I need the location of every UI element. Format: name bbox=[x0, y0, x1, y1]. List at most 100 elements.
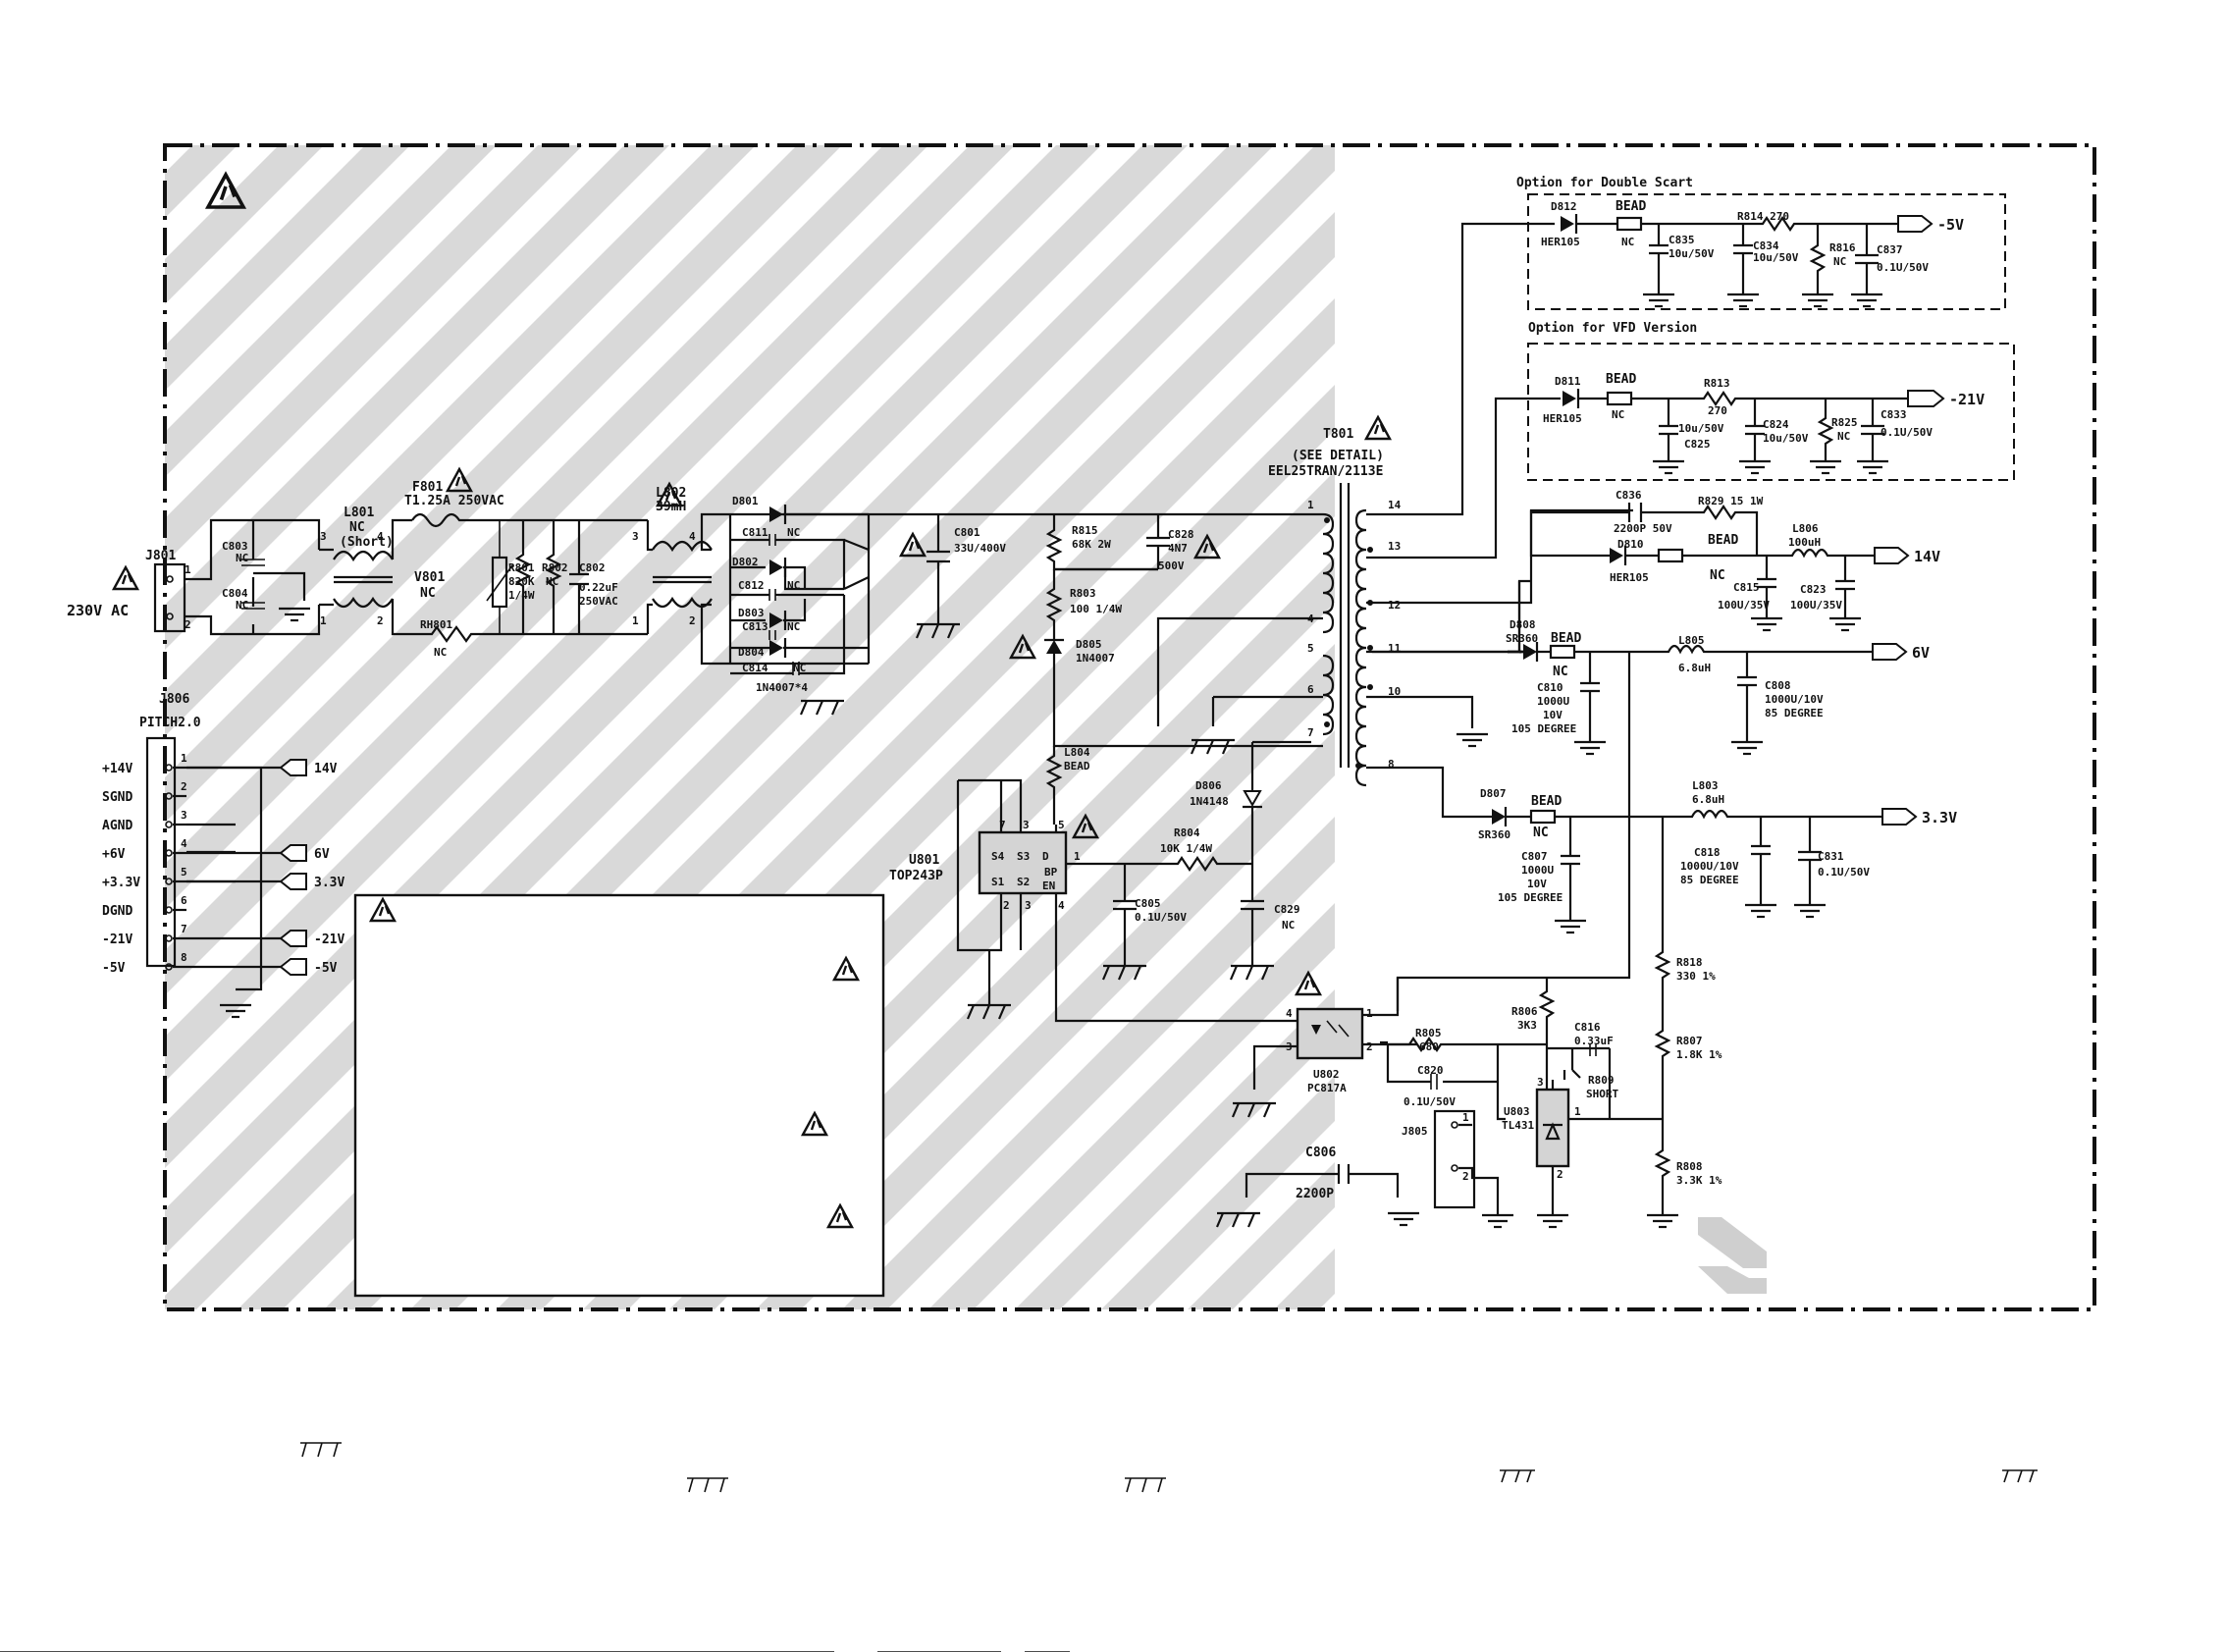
bridge-rectifier bbox=[728, 505, 871, 675]
l801-short: (Short) bbox=[340, 535, 394, 550]
u801-p3: 3 bbox=[1023, 819, 1030, 831]
u801-p2: 2 bbox=[1003, 899, 1010, 912]
hatch-stripe bbox=[1274, 1249, 1335, 1309]
hatch-stripe bbox=[165, 145, 583, 563]
j806-ref: J806 bbox=[159, 692, 189, 707]
c831-val: 0.1U/50V bbox=[1818, 866, 1870, 879]
j806-net-label: -5V bbox=[314, 961, 338, 976]
j806-net-label: 6V bbox=[314, 847, 330, 862]
j806-pin-name: +3.3V bbox=[102, 876, 140, 890]
j806-net-flag bbox=[279, 759, 307, 776]
t801-transformer bbox=[1322, 483, 1373, 787]
j806-net-label: 3.3V bbox=[314, 876, 344, 890]
c808-temp: 85 DEGREE bbox=[1765, 707, 1824, 719]
f801-ref: F801 bbox=[412, 480, 443, 495]
c818-temp: 85 DEGREE bbox=[1680, 874, 1739, 886]
t801-part: EEL25TRAN/2113E bbox=[1268, 464, 1383, 479]
r809-val: SHORT bbox=[1586, 1088, 1618, 1100]
j806-pin-dot bbox=[165, 934, 173, 942]
j806-pin-name: -5V bbox=[102, 961, 126, 976]
j806-pin-dot bbox=[165, 821, 173, 828]
r801-ref: R801 bbox=[508, 561, 535, 574]
j806-pin-dot bbox=[165, 963, 173, 971]
r806-val: 3K3 bbox=[1517, 1019, 1537, 1032]
c810-v: 10V bbox=[1543, 709, 1563, 721]
j806-net-flag bbox=[279, 930, 307, 947]
c811-ref: C811 bbox=[742, 526, 768, 539]
bead1-label: BEAD bbox=[1616, 199, 1646, 214]
c814-ref: C814 bbox=[742, 662, 768, 674]
j806-pin-dot bbox=[165, 792, 173, 800]
c804-val: NC bbox=[236, 599, 248, 612]
hatch-stripe bbox=[842, 816, 1335, 1309]
c808-ref: C808 bbox=[1765, 679, 1791, 692]
r816-val: NC bbox=[1833, 255, 1846, 268]
j801-label: J801 bbox=[145, 549, 176, 563]
d805-val: 1N4007 bbox=[1076, 652, 1115, 665]
j805-connector bbox=[1433, 1109, 1476, 1209]
d810-diode bbox=[1610, 548, 1623, 563]
hatch-stripe bbox=[1468, 98, 2225, 1374]
d811-ref: D811 bbox=[1555, 375, 1581, 388]
d812-ref: D812 bbox=[1551, 200, 1577, 213]
r815-val: 68K 2W bbox=[1072, 538, 1111, 551]
j806-pin-list: +14V114VSGND2AGND3+6V46V+3.3V53.3VDGND6-… bbox=[102, 752, 344, 976]
r813-val: 270 bbox=[1708, 404, 1727, 417]
j806-pin-number: 4 bbox=[181, 837, 187, 850]
rh801-ref: RH801 bbox=[420, 618, 452, 631]
l802-ref: L802 bbox=[656, 486, 686, 501]
bead-2 bbox=[1606, 391, 1633, 406]
hatch-stripe bbox=[165, 145, 324, 304]
j806-pin-name: AGND bbox=[102, 819, 132, 833]
j806-net-flag bbox=[279, 873, 307, 890]
l801-choke bbox=[319, 518, 412, 636]
l802-p4: 4 bbox=[689, 530, 696, 543]
u802-p3: 3 bbox=[1286, 1040, 1293, 1053]
c833-ref: C833 bbox=[1881, 408, 1907, 421]
r808-ref: R808 bbox=[1676, 1160, 1703, 1173]
l801-nc: NC bbox=[349, 520, 365, 535]
vfd-title: Option for VFD Version bbox=[1528, 321, 1697, 336]
c828-ref: C828 bbox=[1168, 528, 1194, 541]
hatch-stripe bbox=[1382, 98, 2225, 1374]
c813-ref: C813 bbox=[742, 620, 768, 633]
j806-pin-number: 7 bbox=[181, 923, 187, 935]
u802-p2: 2 bbox=[1366, 1040, 1373, 1053]
c805-val: 0.1U/50V bbox=[1135, 911, 1187, 924]
hatch-stripe bbox=[0, 98, 26, 1374]
r815-ref: R815 bbox=[1072, 524, 1098, 537]
bead1-nc: NC bbox=[1621, 236, 1634, 248]
j801-connector bbox=[153, 562, 186, 633]
corner-hatch-mark bbox=[1698, 1217, 1767, 1294]
hatch-stripe bbox=[165, 145, 410, 391]
l801-p4: 4 bbox=[377, 530, 384, 543]
hatch-stripe bbox=[165, 145, 1101, 1082]
c836-ref: C836 bbox=[1616, 489, 1642, 502]
l802-p3: 3 bbox=[632, 530, 639, 543]
l802-p1: 1 bbox=[632, 614, 639, 627]
d810-ref: D810 bbox=[1617, 538, 1644, 551]
bead3-label: BEAD bbox=[1708, 533, 1738, 548]
out-6v: 6V bbox=[1912, 644, 1930, 662]
j806-net-label: -21V bbox=[314, 933, 344, 947]
c810-temp: 105 DEGREE bbox=[1511, 722, 1576, 735]
c801-val: 33U/400V bbox=[954, 542, 1006, 555]
t801-ref: T801 bbox=[1323, 427, 1353, 442]
d810-val: HER105 bbox=[1610, 571, 1649, 584]
j806-pin-number: 2 bbox=[181, 780, 187, 793]
d806-ref: D806 bbox=[1195, 779, 1222, 792]
r801-pow: 1/4W bbox=[508, 589, 535, 602]
hatch-stripe bbox=[165, 145, 842, 823]
c812-val: NC bbox=[787, 579, 800, 592]
hatch-stripe bbox=[165, 145, 497, 477]
c835-val: 10u/50V bbox=[1669, 247, 1715, 260]
hatch-stripe bbox=[1015, 989, 1335, 1309]
u801-p7: 7 bbox=[999, 819, 1006, 831]
v801-ref: V801 bbox=[414, 570, 445, 585]
detail-box bbox=[353, 893, 885, 1298]
c813-val: NC bbox=[787, 620, 800, 633]
j806-pin-number: 1 bbox=[181, 752, 187, 765]
j806-pin-name: -21V bbox=[102, 933, 132, 947]
c833-val: 0.1U/50V bbox=[1881, 426, 1933, 439]
c810-val: 1000U bbox=[1537, 695, 1569, 708]
